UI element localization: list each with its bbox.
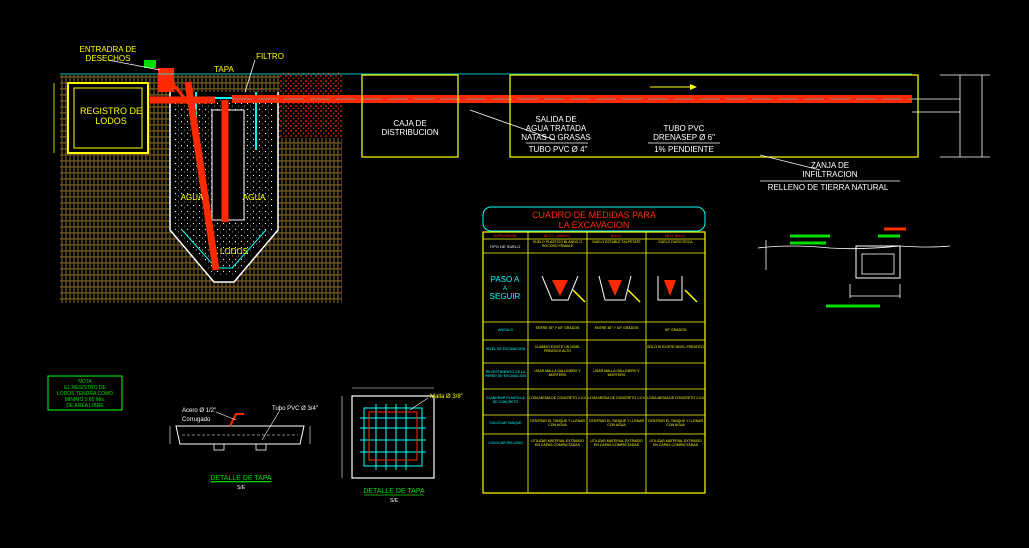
table-header-0: EXPANSION: [493, 233, 516, 238]
label-entrada-1: ENTRADRA DE: [80, 45, 137, 54]
sludge-register-box: [67, 82, 149, 154]
excavation-icon-1: [541, 275, 586, 303]
label-caja-1: CAJA DE: [393, 119, 426, 128]
label-agua-left: AGUA: [181, 193, 204, 202]
note-line-3: MINIMO 0.60 Mts.: [65, 397, 106, 403]
label-caja-2: DISTRIBUCION: [381, 128, 439, 137]
table-row-1-label: NIVEL DE EXCAVACION: [485, 347, 526, 351]
detail1-scale: S/E: [237, 485, 246, 491]
detail-tapa-1: [169, 409, 311, 451]
label-tubo6-2: DRENASEP Ø 6": [653, 133, 715, 142]
green-inlet-marker: [144, 60, 156, 68]
right-dimension: [912, 74, 990, 158]
table-row-4-cell-2: CENTRAR EL TANQUE Y LLENAR CON AGUA: [647, 419, 704, 427]
table-row-0-cell-1: ENTRE 45° Y 60° GRADOS: [594, 326, 639, 330]
table-row-3-cell-2: LOSA MEDIA DE CONCRETO 1:2:4: [647, 396, 704, 400]
label-entrada-2: DESECHOS: [86, 54, 131, 63]
label-agua-right: AGUA: [243, 193, 266, 202]
table-header-3: MUY BAJO: [665, 233, 685, 238]
table-soil-0-wrap: SUELO PLASTICO BLANDO O ROCOSO FRIABLE: [532, 240, 583, 248]
flow-arrowhead: [690, 84, 697, 90]
red-sludge-pipe: [184, 81, 220, 271]
detail1-label-a: Acero Ø 1/2": [182, 408, 216, 414]
table-row-5-cell-2: UTILIZAR MATERIAL EXTRAIDO EN CAPAS COMP…: [649, 439, 702, 447]
label-zanja-2: INFILTRACION: [803, 170, 858, 179]
label-salida-1: SALIDA DE: [535, 115, 576, 124]
table-soil-1: SUELO ESTABLE TALPETATE: [592, 240, 641, 244]
trench-cross-section: [757, 227, 951, 308]
label-lodos: LODOS: [220, 247, 248, 256]
label-pendiente: 1% PENDIENTE: [654, 145, 714, 154]
label-registro-2: LODOS: [95, 116, 127, 126]
note-box: [47, 375, 123, 411]
table-row-4-cell-1: CENTRAR EL TANQUE Y LLENAR CON AGUA: [588, 419, 645, 427]
infiltration-trench: [509, 74, 919, 158]
table-row-2-cell-2: [647, 364, 704, 369]
red-block: [158, 68, 174, 92]
label-tubo4: TUBO PVC Ø 4": [529, 145, 588, 154]
table-row-4-label: COLOCAR TANQUE: [489, 421, 522, 425]
table-row-2-label: REVESTIMIENTO DE LA PARED DE EXCAVACION: [484, 370, 527, 378]
label-salida-3: NATAS O GRASAS: [521, 133, 591, 142]
detail1-label-c: Tubo PVC Ø 3/4": [272, 406, 318, 412]
table-row-1-cell-0: CUANDO EXISTE UN NIVEL FREATICO ALTO: [534, 345, 581, 353]
distribution-box: [361, 74, 459, 158]
table-rows: ANGULO ENTRE 45° Y 60° GRADOS ENTRE 45° …: [484, 326, 704, 447]
table-title-2: LA EXCAVACION: [559, 220, 630, 230]
mesh-grid: [360, 404, 426, 470]
note-line-2: LODOS TENDRA COMO: [57, 391, 113, 397]
table-soil-2: SUELO DURO ROCA: [658, 240, 693, 244]
detail2-title: DETALLE DE TAPA: [363, 488, 425, 495]
table-soil-0: SUELO PLASTICO BLANDO O ROCOSO FRIABLE: [532, 240, 583, 248]
tank-inner-cone: [181, 229, 267, 269]
table-header-2: BAJO: [611, 233, 621, 238]
table-paso-1: A: [503, 286, 507, 292]
excavation-icon-2: [598, 275, 641, 303]
detail1-label-b: Corrugado: [182, 417, 211, 423]
label-tubo6-1: TUBO PVC: [664, 124, 705, 133]
table-row-1-cell-1: [588, 341, 645, 345]
table-row-0-cell-0: ENTRE 45° Y 60° GRADOS: [535, 326, 580, 330]
excavation-icon-3: [657, 276, 698, 303]
table-row-0-label: ANGULO: [498, 328, 513, 332]
table-soil-label: TIPO DE SUELO: [490, 244, 521, 249]
label-salida-2: AGUA TRATADA: [526, 124, 587, 133]
label-tapa: TAPA: [214, 65, 234, 74]
table-row-1-cell-2: SOLO SI EXISTE NIVEL FREATICO: [647, 345, 704, 349]
table-header-1: ALTO - MEDIO: [544, 233, 571, 238]
table-row-0-cell-2: 90° GRADOS: [664, 328, 687, 332]
table-row-5-cell-0: UTILIZAR MATERIAL EXTRAIDO EN CAPAS COMP…: [531, 439, 584, 447]
label-relleno: RELLENO DE TIERRA NATURAL: [768, 183, 889, 192]
table-row-5-label: COLOCAR RELLENO: [488, 441, 523, 445]
table-soil-2-wrap: SUELO DURO ROCA: [658, 240, 693, 244]
table-row-4-cell-0: CENTRAR EL TANQUE Y LLENAR CON AGUA: [529, 419, 586, 427]
detail2-scale: S/E: [390, 498, 399, 504]
label-filtro: FILTRO: [256, 52, 284, 61]
table-row-3-cell-0: LOSA MEDIA DE CONCRETO 1:2:4: [529, 396, 586, 400]
note-line-4: DE AREA LIBRE: [66, 403, 104, 409]
septic-section: [53, 60, 350, 303]
detail2-malla: Malla Ø 3/8": [430, 394, 463, 400]
leader-lines: [107, 59, 821, 171]
excavation-table: [482, 206, 706, 494]
label-registro-1: REGISTRO DE: [80, 106, 142, 116]
table-row-5-cell-1: UTILIZAR MATERIAL EXTRAIDO EN CAPAS COMP…: [590, 439, 643, 447]
detail-tapa-2: [341, 387, 435, 479]
table-row-2-cell-0: USAR MALLA GALLINERO Y MORTERO: [534, 369, 581, 377]
red-diag: [166, 77, 198, 113]
label-zanja-1: ZANJA DE: [811, 161, 849, 170]
note-line-1: EL REGISTRO DE: [64, 385, 106, 391]
table-title-1: CUADRO DE MEDIDAS PARA: [532, 210, 656, 220]
detail1-title: DETALLE DE TAPA: [210, 475, 272, 482]
table-row-3-label: ELABORAR PLANTILLA DE CONCRETO: [486, 396, 525, 404]
table-row-3-cell-1: LOSA MEDIA DE CONCRETO 1:2:4: [588, 396, 645, 400]
table-paso-2: SEGUIR: [490, 292, 521, 301]
table-soil-1-wrap: SUELO ESTABLE TALPETATE: [592, 240, 641, 244]
table-row-2-cell-1: USAR MALLA GALLINERO Y MORTERO: [593, 369, 640, 377]
table-paso-0: PASO A: [491, 275, 520, 284]
outlet-gravel: [280, 72, 342, 138]
sludge-register-inner: [73, 87, 143, 149]
note-line-0: NOTA: [78, 379, 92, 385]
